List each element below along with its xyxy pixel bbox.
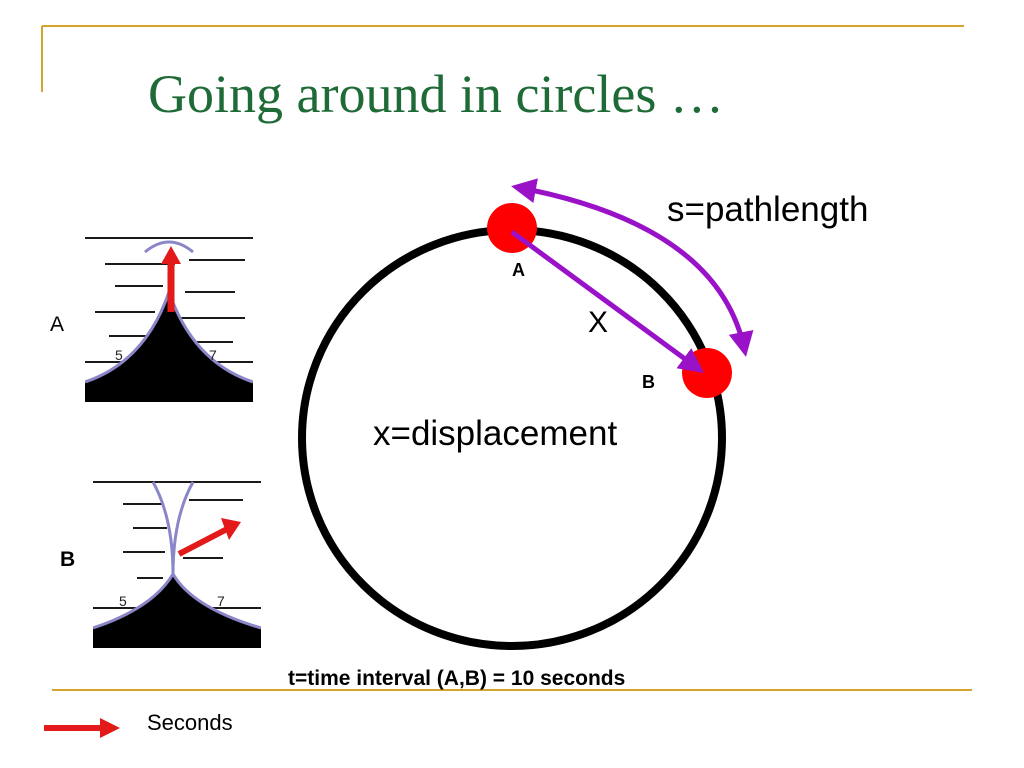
- svg-text:5: 5: [119, 593, 127, 609]
- displacement-symbol: X: [588, 306, 609, 339]
- clock-photo-a: 5 7: [85, 232, 253, 402]
- clock-b-graphic: 5 7: [93, 478, 261, 648]
- pathlength-label: s=pathlength: [667, 190, 869, 229]
- legend-label: Seconds: [147, 710, 233, 735]
- svg-text:5: 5: [115, 347, 123, 363]
- point-a-label: A: [512, 260, 525, 280]
- legend-arrow-head: [100, 718, 120, 738]
- clock-a-label: A: [50, 313, 65, 336]
- displacement-arrow: [510, 229, 705, 373]
- svg-text:7: 7: [209, 347, 217, 363]
- clock-b-label: B: [60, 548, 76, 571]
- point-b-label: B: [642, 372, 655, 392]
- displacement-label: x=displacement: [373, 414, 618, 453]
- svg-text:7: 7: [217, 593, 225, 609]
- pathlength-arc-arrow: [511, 178, 754, 357]
- clock-a-graphic: 5 7: [85, 232, 253, 402]
- slide-title: Going around in circles …: [148, 64, 724, 124]
- clock-photo-b: 5 7: [93, 478, 261, 648]
- time-interval-label: t=time interval (A,B) = 10 seconds: [288, 667, 626, 690]
